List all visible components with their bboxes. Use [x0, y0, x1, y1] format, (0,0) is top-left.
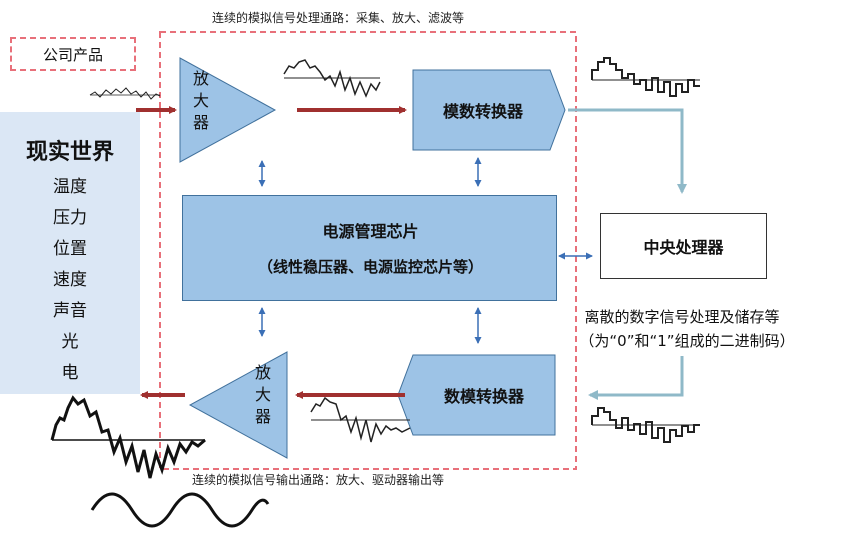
arrow-adc-to-cpu	[568, 108, 687, 194]
real-world-title: 现实世界	[25, 140, 114, 165]
adc-label: 模数转换器	[442, 102, 523, 121]
real-world-item: 温度	[53, 177, 87, 197]
waveform-dac-output	[310, 396, 411, 443]
waveform-input-small	[89, 87, 161, 100]
real-world-item: 声音	[53, 301, 87, 321]
power-management-chip: 电源管理芯片 （线性稳压器、电源监控芯片等）	[182, 195, 557, 301]
dac-shape	[397, 354, 556, 436]
amplifier-top-shape	[179, 57, 277, 163]
power-management-subtitle: （线性稳压器、电源监控芯片等）	[257, 258, 483, 276]
power-management-title: 电源管理芯片	[322, 222, 419, 241]
real-world-item: 压力	[53, 208, 87, 228]
top-caption: 连续的模拟信号处理通路：采集、放大、滤波等	[212, 11, 465, 25]
dac-label: 数模转换器	[443, 387, 524, 406]
amplifier-bottom-shape	[188, 351, 288, 459]
company-product-boundary	[159, 31, 577, 470]
real-world-item: 光	[61, 332, 79, 352]
digital-caption-line1: 离散的数字信号处理及储存等	[584, 308, 780, 326]
real-world-item: 位置	[53, 239, 87, 259]
real-world-item: 电	[61, 363, 79, 383]
waveform-amplified	[283, 59, 381, 98]
digital-caption-line2: （为“0”和“1”组成的二进制码）	[579, 332, 795, 350]
real-world-panel: 现实世界 温度 压力 位置 速度 声音 光 电	[0, 112, 140, 394]
amplifier-bottom-label: 放大器	[254, 363, 271, 426]
waveform-digital-bottom	[591, 407, 700, 443]
company-product-label: 公司产品	[10, 37, 136, 71]
real-world-item: 速度	[53, 270, 87, 290]
waveform-output-large	[50, 395, 206, 479]
amplifier-top-label: 放大器	[192, 69, 209, 132]
bottom-caption: 连续的模拟信号输出通路：放大、驱动器输出等	[192, 473, 445, 487]
cpu-box: 中央处理器	[600, 213, 767, 279]
waveform-digital-top	[591, 57, 700, 97]
waveform-sine	[90, 492, 270, 528]
adc-shape	[412, 69, 566, 151]
arrow-cpu-to-dac	[588, 356, 684, 400]
